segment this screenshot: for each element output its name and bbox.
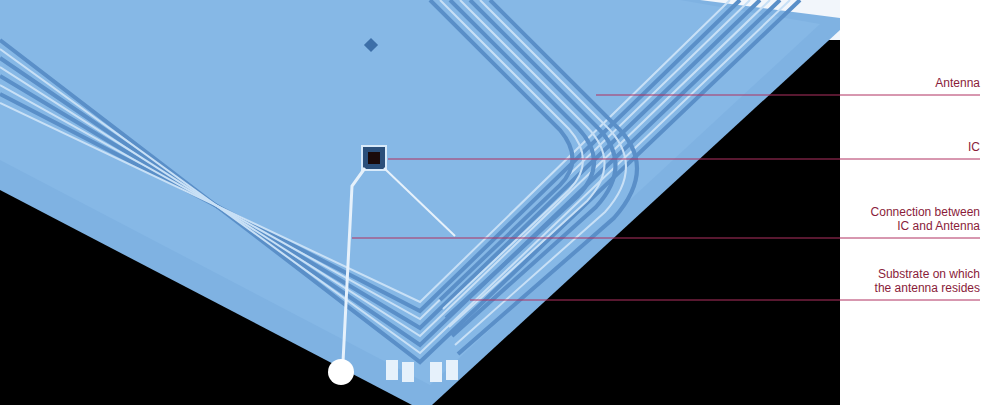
part-label: Substrate on which the antenna resides [864, 267, 980, 295]
part-label: IC [864, 140, 980, 154]
part-label: Antenna [864, 76, 980, 90]
part-label: Connection between IC and Antenna [864, 205, 980, 233]
